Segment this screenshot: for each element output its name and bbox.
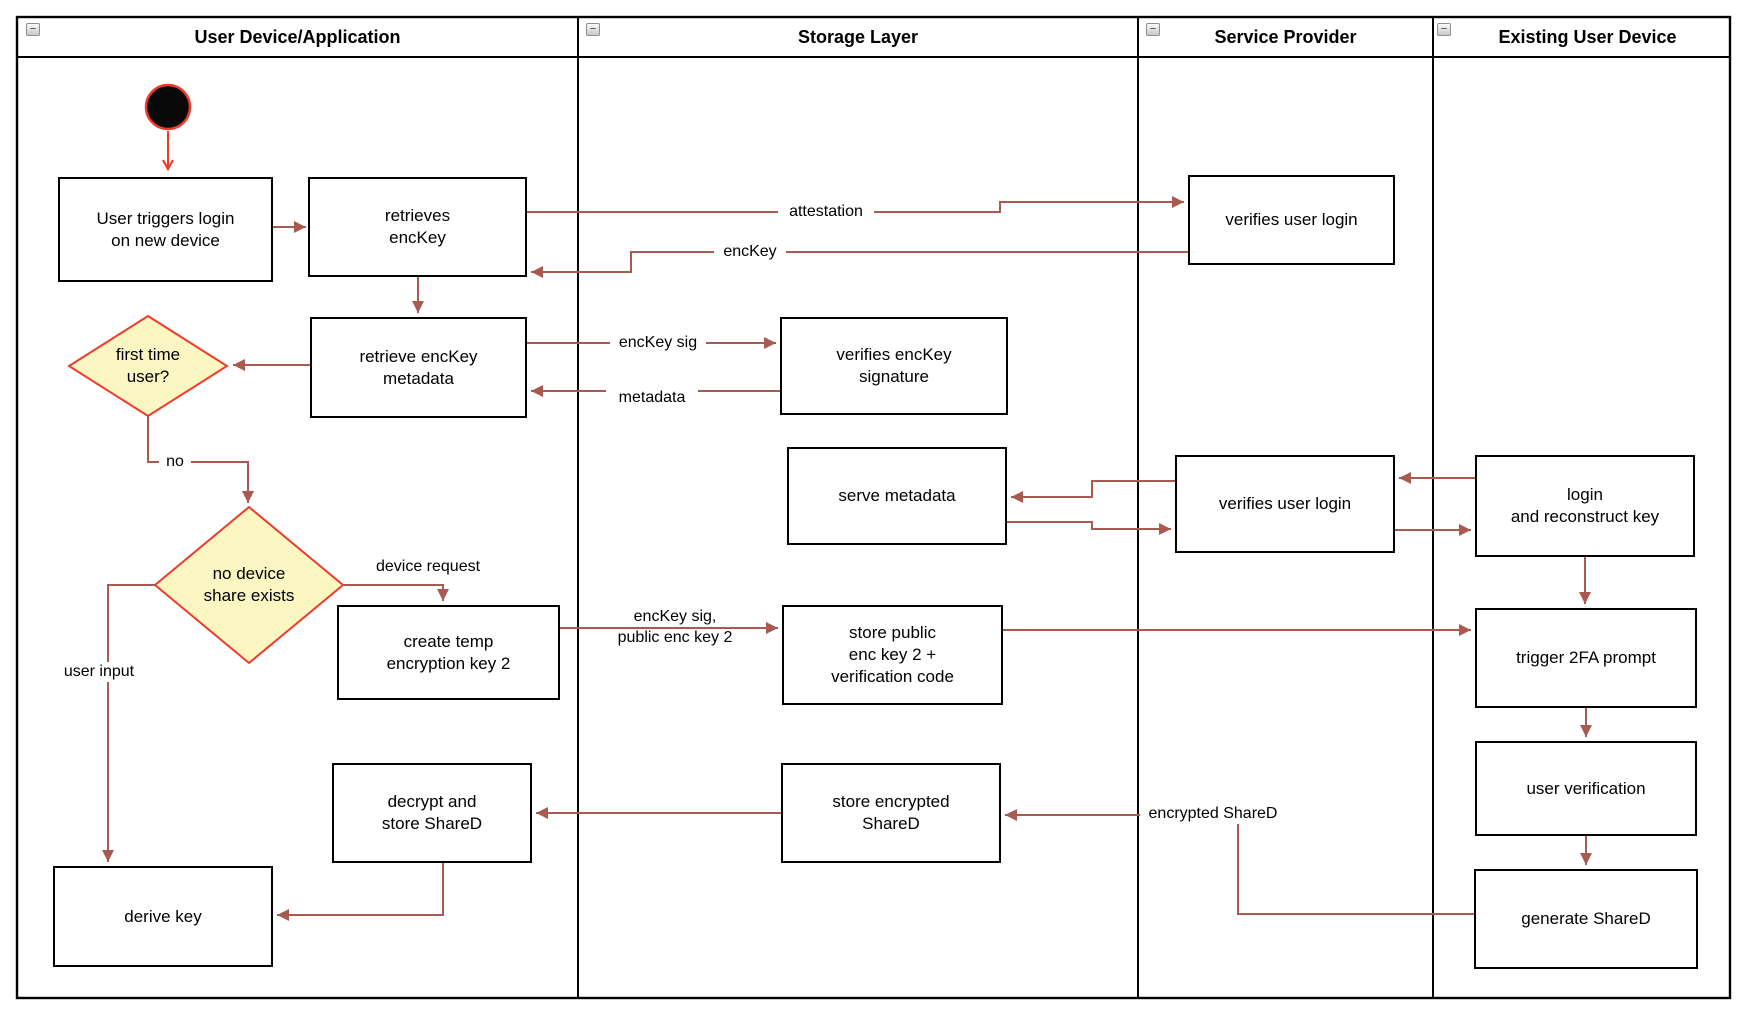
lane-header-service-provider: Service Provider — [1214, 27, 1357, 47]
edge-label-enckeysig-public: encKey sig, public enc key 2 — [617, 608, 733, 646]
decision-no-device-share[interactable] — [153, 505, 345, 665]
decision-no-device-share-label: no device share exists — [203, 564, 295, 605]
node-trigger-2fa[interactable]: trigger 2FA prompt — [1475, 608, 1697, 708]
lane-header-existing-user-device: Existing User Device — [1498, 27, 1677, 47]
collapse-icon[interactable]: − — [586, 23, 600, 36]
node-store-public-enc-key2[interactable]: store public enc key 2 + verification co… — [782, 605, 1003, 705]
collapse-icon[interactable]: − — [1437, 23, 1451, 36]
edge-user-input — [102, 584, 155, 862]
edge-verifylogin-to-servemeta — [1011, 480, 1175, 503]
node-user-verification[interactable]: user verification — [1475, 741, 1697, 836]
node-retrieve-enckey-metadata[interactable]: retrieve encKey metadata — [310, 317, 527, 418]
edge-label-enckey: encKey — [714, 242, 786, 262]
edge-label-no: no — [159, 452, 191, 472]
node-verifies-enckey-signature[interactable]: verifies encKey signature — [780, 317, 1008, 415]
lane-header-user-device: User Device/Application — [194, 27, 401, 47]
edge-label-enckey-sig: encKey sig — [610, 333, 706, 353]
collapse-icon[interactable]: − — [26, 23, 40, 36]
node-store-encrypted-shared[interactable]: store encrypted ShareD — [781, 763, 1001, 863]
edge-no-branch — [147, 416, 254, 503]
edge-label-attestation: attestation — [778, 202, 874, 222]
edge-servemeta-to-verifylogin — [1007, 521, 1171, 535]
collapse-icon[interactable]: − — [1146, 23, 1160, 36]
lane-header-storage-layer: Storage Layer — [797, 27, 919, 47]
edge-device-request — [343, 584, 449, 601]
node-decrypt-store-shared[interactable]: decrypt and store ShareD — [332, 763, 532, 863]
node-user-triggers-login[interactable]: User triggers login on new device — [58, 177, 273, 282]
decision-first-time-user-label: first time user? — [115, 345, 181, 386]
edge-label-encrypted-shared: encrypted ShareD — [1140, 804, 1286, 824]
node-derive-key[interactable]: derive key — [53, 866, 273, 967]
start-node[interactable] — [144, 83, 192, 131]
edge-label-user-input: user input — [54, 662, 144, 682]
node-login-reconstruct-key[interactable]: login and reconstruct key — [1475, 455, 1695, 557]
node-verifies-user-login-top[interactable]: verifies user login — [1188, 175, 1395, 265]
swimlane-pool — [15, 15, 1732, 1000]
node-create-temp-key2[interactable]: create temp encryption key 2 — [337, 605, 560, 700]
edge-decrypt-to-derive — [277, 863, 444, 921]
edge-label-metadata: metadata — [606, 388, 698, 408]
node-verifies-user-login-mid[interactable]: verifies user login — [1175, 455, 1395, 553]
edge-enckey-return — [531, 251, 1188, 278]
node-serve-metadata[interactable]: serve metadata — [787, 447, 1007, 545]
edge-attestation — [527, 196, 1184, 213]
node-generate-shared[interactable]: generate ShareD — [1474, 869, 1698, 969]
node-retrieves-enckey[interactable]: retrieves encKey — [308, 177, 527, 277]
edge-label-device-request: device request — [375, 558, 481, 575]
edge-encrypted-shared — [1005, 809, 1474, 915]
